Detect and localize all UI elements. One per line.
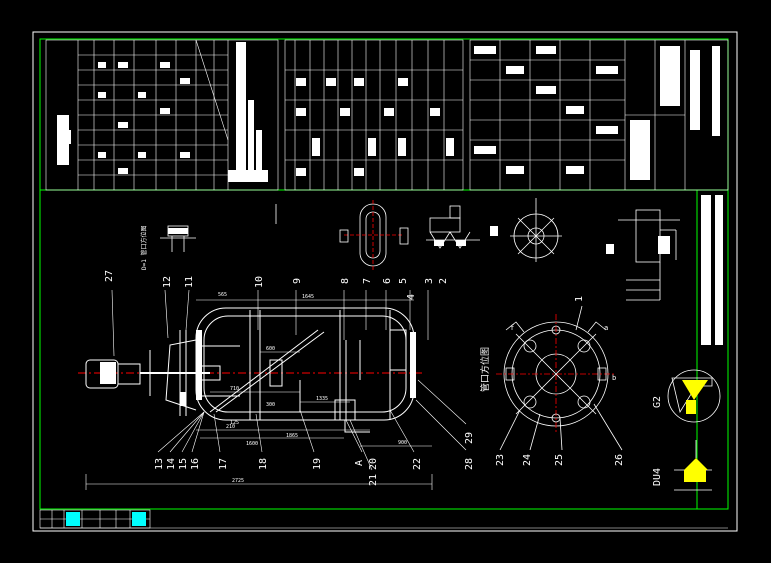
dimension-labels: 2725 1645 1865 1600 900 1335 565 210 710… bbox=[218, 292, 407, 484]
dim-210: 210 bbox=[226, 424, 235, 430]
part-7: 7 bbox=[362, 278, 373, 284]
part-13: 13 bbox=[154, 458, 165, 470]
part-number-labels: 27 12 11 10 9 8 7 6 5 4 3 2 13 14 15 16 … bbox=[104, 270, 625, 486]
detail-flange-fill bbox=[434, 226, 498, 246]
letter-b: b bbox=[612, 374, 616, 382]
detail-view-manhole bbox=[339, 200, 409, 270]
part-14: 14 bbox=[166, 458, 177, 470]
dim-710: 710 bbox=[230, 386, 239, 392]
dim-1865: 1865 bbox=[286, 433, 298, 439]
part-29: 29 bbox=[464, 432, 475, 444]
detail-view-circle-plate bbox=[510, 198, 562, 262]
detail-weld-right-fill bbox=[606, 236, 670, 254]
part-12: 12 bbox=[162, 276, 173, 288]
nozzle-orientation-view bbox=[496, 305, 623, 451]
part-21: 21 bbox=[368, 474, 379, 486]
label-DU4: DU4 bbox=[652, 468, 663, 486]
dim-565: 565 bbox=[218, 292, 227, 298]
part-27: 27 bbox=[104, 270, 115, 282]
part-28: 28 bbox=[464, 458, 475, 470]
dim-1600: 1600 bbox=[246, 441, 258, 447]
dim-1645: 1645 bbox=[302, 294, 314, 300]
technical-table-left bbox=[45, 39, 279, 191]
vessel-hatching bbox=[100, 330, 416, 406]
nozzle-view-labels: 管口方位图 f a b bbox=[479, 324, 616, 392]
technical-table-right bbox=[469, 39, 729, 191]
part-1: 1 bbox=[574, 296, 585, 302]
part-20: 20 bbox=[368, 458, 379, 470]
right-column-notes bbox=[701, 195, 723, 345]
title-block bbox=[39, 509, 728, 529]
part-3: 3 bbox=[424, 278, 435, 284]
technical-table-middle bbox=[284, 39, 464, 191]
view-title-nozzle-orientation: 管口方位图 bbox=[479, 347, 491, 392]
vessel-main-view bbox=[78, 307, 425, 433]
part-26: 26 bbox=[614, 454, 625, 466]
part-9: 9 bbox=[292, 278, 303, 284]
part-4: 4 bbox=[406, 294, 417, 300]
outer-frame bbox=[32, 31, 738, 532]
label-G2: G2 bbox=[652, 396, 663, 408]
part-23: 23 bbox=[495, 454, 506, 466]
letter-f: f bbox=[510, 324, 514, 332]
dim-1335: 1335 bbox=[316, 396, 328, 402]
green-border bbox=[39, 38, 729, 510]
part-25: 25 bbox=[554, 454, 565, 466]
table-middle-fill-blocks bbox=[296, 78, 454, 176]
part-24: 24 bbox=[522, 454, 533, 466]
part-8: 8 bbox=[340, 278, 351, 284]
part-6: 6 bbox=[382, 278, 393, 284]
detail-fill-upper-left bbox=[168, 228, 188, 234]
part-16: 16 bbox=[190, 458, 201, 470]
table-left-fill-blocks bbox=[57, 42, 268, 182]
dim-600: 600 bbox=[266, 346, 275, 352]
part-22: 22 bbox=[412, 458, 423, 470]
letter-A: A bbox=[354, 460, 365, 466]
dim-overall-length: 2725 bbox=[232, 478, 244, 484]
leader-lines bbox=[111, 289, 467, 471]
part-11: 11 bbox=[184, 276, 195, 288]
part-10: 10 bbox=[254, 276, 265, 288]
part-2: 2 bbox=[438, 278, 449, 284]
part-18: 18 bbox=[258, 458, 269, 470]
letter-a: a bbox=[604, 324, 608, 332]
dim-300: 300 bbox=[266, 402, 275, 408]
part-15: 15 bbox=[178, 458, 189, 470]
detail-title-left: D=1 管口方位图 bbox=[140, 226, 148, 270]
dim-125: 125 bbox=[230, 420, 239, 426]
part-19: 19 bbox=[312, 458, 323, 470]
weld-detail-du4: DU4 bbox=[652, 440, 712, 491]
detail-view-weld-right bbox=[618, 209, 680, 301]
dimension-lines bbox=[85, 299, 433, 490]
part-5: 5 bbox=[398, 278, 409, 284]
dim-900: 900 bbox=[398, 440, 407, 446]
weld-detail-g2: G2 bbox=[652, 369, 721, 423]
table-right-fill-blocks bbox=[474, 46, 720, 180]
part-17: 17 bbox=[218, 458, 229, 470]
